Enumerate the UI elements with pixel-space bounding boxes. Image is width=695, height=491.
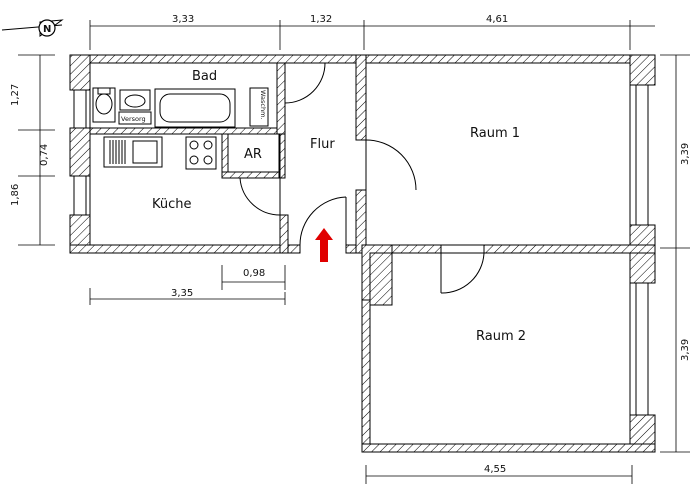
wall-bad-right bbox=[276, 62, 286, 135]
wall-r1r2-right bbox=[483, 244, 656, 254]
wall-flur-raum1-top bbox=[355, 54, 367, 141]
doors bbox=[239, 62, 485, 294]
wall-bad-kueche bbox=[89, 127, 286, 135]
door-kueche bbox=[239, 177, 281, 216]
dim-bottom-left: 3,35 bbox=[171, 288, 193, 299]
wall-flur-raum1-bottom bbox=[355, 189, 367, 254]
dim-bottom-small: 0,98 bbox=[243, 268, 265, 279]
wall-kueche-right bbox=[279, 214, 289, 254]
wall-right-top bbox=[629, 54, 656, 86]
door-entrance bbox=[299, 196, 347, 246]
dim-left-lower: 1,86 bbox=[10, 184, 21, 206]
dimension-lines bbox=[18, 20, 690, 484]
wall-r2-bottom bbox=[361, 443, 656, 453]
dim-left-mid: 0,74 bbox=[39, 144, 50, 166]
compass-icon bbox=[1, 19, 64, 37]
wall-r2-left-top bbox=[361, 244, 393, 306]
dim-bottom-right: 4,55 bbox=[484, 464, 506, 475]
wall-r2-left bbox=[361, 299, 371, 453]
room-label-ar: AR bbox=[244, 147, 262, 162]
dim-right-lower: 3,39 bbox=[680, 339, 691, 361]
washbasin-icon bbox=[119, 89, 151, 111]
room-label-flur: Flur bbox=[310, 137, 335, 152]
versorg-box bbox=[118, 111, 152, 125]
room-label-kueche: Küche bbox=[152, 197, 192, 212]
door-raum2 bbox=[440, 252, 485, 294]
wall-ar-right bbox=[278, 133, 286, 179]
door-raum1 bbox=[365, 139, 417, 191]
washing-machine-icon bbox=[249, 87, 269, 127]
stove-icon bbox=[185, 136, 217, 170]
dim-top-mid: 1,32 bbox=[310, 14, 332, 25]
room-label-raum1: Raum 1 bbox=[470, 126, 520, 141]
dim-right-upper: 3,39 bbox=[680, 143, 691, 165]
windows bbox=[73, 85, 649, 415]
bathtub-icon bbox=[154, 88, 236, 128]
wall-ar-bottom bbox=[221, 171, 286, 179]
fixture-label-wasch: Waschm. bbox=[259, 90, 267, 119]
fixture-label-versorg: Versorg bbox=[121, 115, 146, 123]
room-label-raum2: Raum 2 bbox=[476, 329, 526, 344]
wall-right-mid bbox=[629, 224, 656, 284]
dim-left-upper: 1,27 bbox=[10, 84, 21, 106]
entrance-arrow-icon bbox=[315, 228, 333, 262]
wall-left-mid bbox=[69, 127, 91, 177]
fixtures bbox=[92, 87, 269, 170]
room-label-bad: Bad bbox=[192, 69, 217, 84]
dim-top-right: 4,61 bbox=[486, 14, 508, 25]
kitchen-sink-icon bbox=[103, 136, 163, 168]
dim-top-left: 3,33 bbox=[172, 14, 194, 25]
wall-bottom-left bbox=[69, 244, 301, 254]
wall-ar-left bbox=[221, 133, 229, 179]
wall-left-top bbox=[69, 54, 91, 91]
compass-letter: N bbox=[43, 24, 51, 35]
